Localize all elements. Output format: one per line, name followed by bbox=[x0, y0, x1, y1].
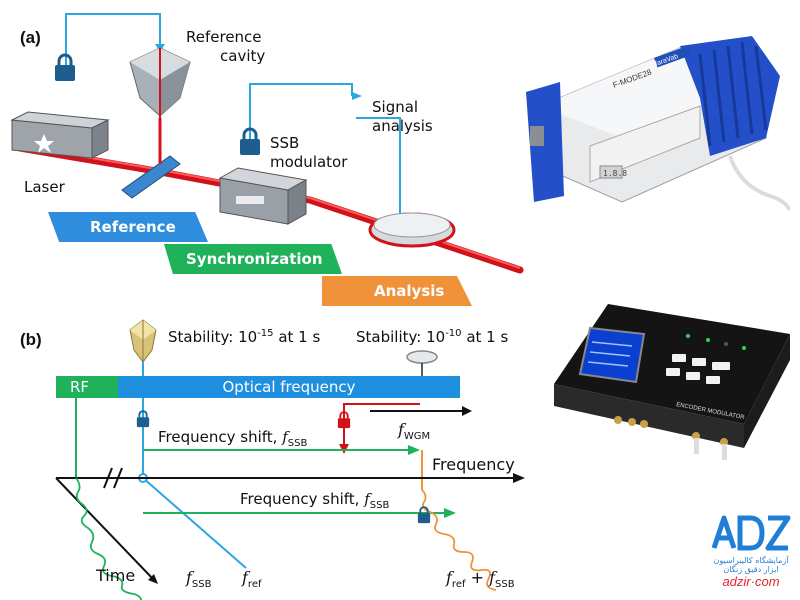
red-lock-line bbox=[343, 403, 420, 420]
axis-break-1 bbox=[103, 467, 113, 489]
axis-break-2 bbox=[113, 467, 123, 489]
optical-frequency-bar: Optical frequency bbox=[118, 376, 460, 398]
rf-band-bar: RF bbox=[56, 376, 118, 398]
panel-a-label: (a) bbox=[20, 28, 41, 47]
logo-line-1: آزمایشگاه کالیبراسیون bbox=[713, 556, 789, 565]
wgm-resonator-disk bbox=[368, 212, 456, 248]
reference-banner: Reference bbox=[48, 212, 208, 242]
ssb-modulator-box bbox=[218, 167, 308, 225]
stability-left-label: Stability: 10-15 at 1 s bbox=[168, 328, 321, 346]
lock-icon bbox=[55, 53, 75, 81]
reference-cavity-icon bbox=[129, 319, 157, 363]
reference-cavity-crystal bbox=[129, 47, 191, 118]
laser-label: Laser bbox=[24, 178, 65, 196]
panel-a-schematic bbox=[10, 13, 524, 274]
lock-line-ssb bbox=[249, 83, 353, 148]
time-axis-label: Time bbox=[96, 566, 136, 585]
adz-logo: آزمایشگاه کالیبراسیون ابزار دقیق زنگان a… bbox=[706, 512, 796, 596]
product-photo-top: 1.8.8 F-MODE28 faraVab bbox=[504, 6, 792, 234]
f-sum-label: fref + fSSB bbox=[446, 568, 515, 591]
f-ssb-label: fSSB bbox=[186, 568, 212, 591]
freq-shift-bottom-label: Frequency shift, fSSB bbox=[240, 490, 390, 511]
f-ref-label: fref bbox=[242, 568, 262, 591]
lock-icon bbox=[337, 411, 351, 429]
signal-analysis-label: Signal analysis bbox=[372, 98, 433, 135]
time-axis bbox=[55, 477, 155, 581]
lock-arrow-head-signal bbox=[352, 92, 362, 100]
synchronization-banner: Synchronization bbox=[164, 244, 342, 274]
rf-wave bbox=[75, 477, 143, 600]
logo-url[interactable]: adzir·com bbox=[722, 574, 780, 589]
lock-icon bbox=[417, 506, 431, 524]
wgm-disk-icon bbox=[406, 350, 438, 364]
ssb-modulator-label: SSB modulator bbox=[270, 134, 348, 171]
lock-icon bbox=[240, 127, 260, 155]
blue-modulator-image: 1.8.8 F-MODE28 faraVab bbox=[526, 36, 792, 212]
freq-shift-top-label: Frequency shift, fSSB bbox=[158, 428, 308, 449]
analysis-banner: Analysis bbox=[322, 276, 472, 306]
lock-line-laser bbox=[65, 13, 161, 70]
lock-line-signal bbox=[356, 117, 401, 222]
laser-star-icon bbox=[34, 134, 54, 153]
f-wgm-label: fWGM bbox=[398, 420, 431, 443]
product-photo-bottom: ENCODER MODULATOR bbox=[548, 298, 794, 482]
stability-right-label: Stability: 10-10 at 1 s bbox=[356, 328, 509, 346]
svg-text:1.8.8: 1.8.8 bbox=[603, 169, 627, 178]
panel-b-diagram bbox=[55, 319, 525, 600]
panel-b-label: (b) bbox=[20, 330, 42, 349]
logo-line-2: ابزار دقیق زنگان bbox=[723, 565, 779, 574]
lock-icon bbox=[136, 410, 150, 428]
laser-box bbox=[10, 111, 110, 159]
output-wave bbox=[421, 489, 497, 591]
ref-diagonal-line bbox=[142, 477, 247, 569]
encoder-modulator-image: ENCODER MODULATOR bbox=[554, 304, 790, 460]
adz-logo-mark bbox=[711, 515, 791, 551]
reference-cavity-label: Reference cavity bbox=[186, 28, 266, 65]
beam-splitter bbox=[121, 155, 181, 199]
frequency-axis-label: Frequency bbox=[432, 455, 515, 474]
